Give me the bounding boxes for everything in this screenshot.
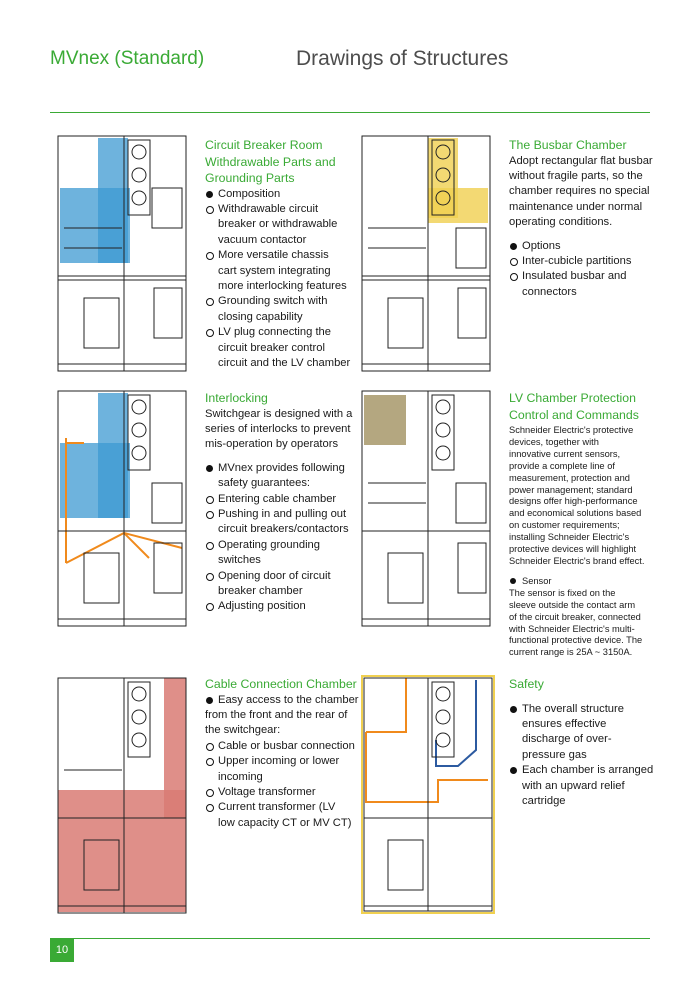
drawing-interlocking: [57, 390, 187, 627]
footer-rule: [50, 938, 650, 939]
section-busbar-chamber: The Busbar Chamber Adopt rectangular fla…: [509, 137, 659, 300]
drawing-breaker-room: [57, 135, 187, 372]
header-rule: [50, 112, 650, 113]
page-number: 10: [50, 938, 74, 962]
bullet-item: Entering cable chamber: [205, 492, 355, 507]
drawing-cable-chamber: [57, 677, 187, 914]
section-interlocking: Interlocking Switchgear is designed with…: [205, 390, 355, 615]
bullet-item: Cable or busbar connection: [205, 739, 360, 754]
brand-title: MVnex (Standard): [50, 48, 205, 69]
bullet-item: Options: [509, 239, 659, 254]
heading-line: Grounding Parts: [205, 171, 295, 185]
heading-line: Withdrawable Parts and: [205, 154, 336, 169]
bullet-list: Sensor: [509, 576, 659, 588]
bullet-item: Composition: [205, 187, 355, 202]
drawing-busbar-chamber: [361, 135, 491, 372]
section-heading: The Busbar Chamber: [509, 138, 627, 152]
bullet-item: Adjusting position: [205, 599, 355, 614]
drawing-safety: [361, 675, 495, 914]
bullet-item: Sensor: [509, 576, 659, 588]
heading-line: Circuit Breaker Room: [205, 138, 323, 152]
section-cable-chamber: Cable Connection Chamber Easy access to …: [205, 676, 360, 831]
section-breaker-room: Circuit Breaker Room Withdrawable Parts …: [205, 137, 355, 371]
bullet-item: Inter-cubicle partitions: [509, 254, 659, 269]
section-heading: Circuit Breaker Room Withdrawable Parts …: [205, 137, 355, 187]
section-heading: Safety: [509, 677, 544, 691]
drawing-lv-chamber: [361, 390, 491, 627]
page-title: Drawings of Structures: [296, 47, 509, 70]
bullet-list: Options Inter-cubicle partitions Insulat…: [509, 239, 659, 301]
bullet-item: Voltage transformer: [205, 785, 360, 800]
section-heading: Cable Connection Chamber: [205, 677, 357, 691]
section-heading: Interlocking: [205, 391, 268, 405]
